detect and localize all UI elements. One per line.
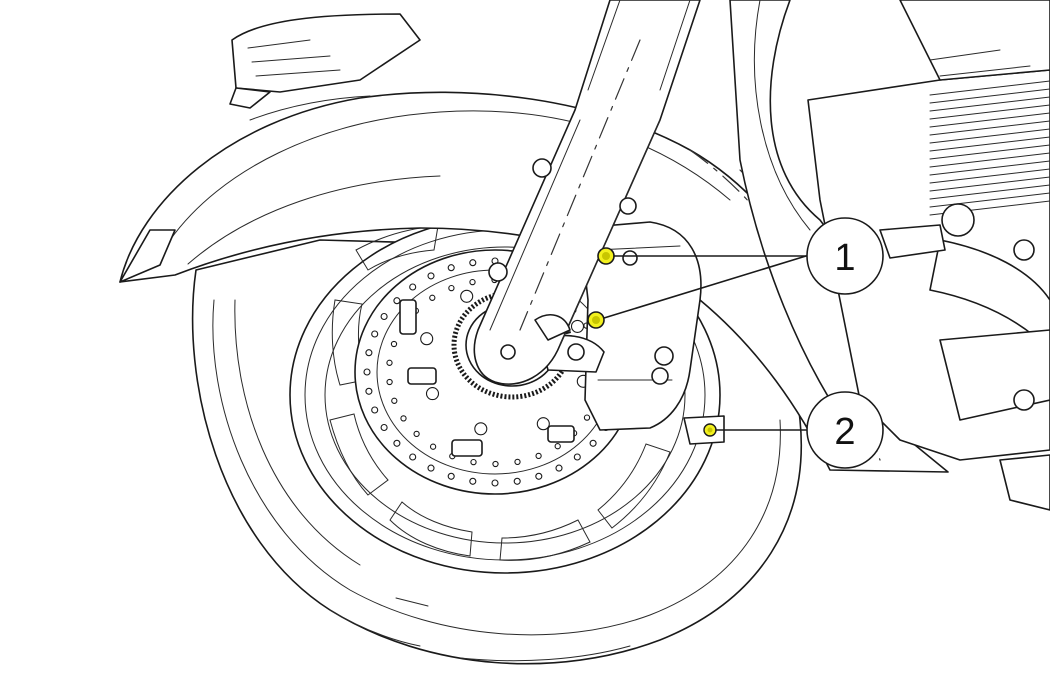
disc-hole xyxy=(514,458,521,466)
engine-fin xyxy=(929,168,1050,184)
disc-hole xyxy=(380,423,388,432)
disc-bolt xyxy=(425,387,440,401)
disc-hole xyxy=(554,443,561,450)
disc-hole xyxy=(491,479,499,487)
disc-hole xyxy=(447,472,455,480)
engine-fin xyxy=(929,96,1050,112)
disc-hole xyxy=(413,430,420,438)
disc-hole xyxy=(386,359,393,366)
disc-hole xyxy=(583,414,591,421)
engine-fin xyxy=(929,88,1050,104)
engine-fin xyxy=(929,112,1050,128)
front-fender xyxy=(119,13,949,473)
disc-hole xyxy=(470,458,477,466)
disc-hole xyxy=(393,297,401,305)
disc-hole xyxy=(535,452,542,460)
disc-bolt xyxy=(420,332,434,346)
disc-hole xyxy=(365,387,373,395)
disc-hole xyxy=(555,464,563,472)
disc-hole xyxy=(365,349,373,357)
disc-bolt xyxy=(570,319,585,333)
disc-hole xyxy=(390,340,398,348)
callout-1: 1 xyxy=(806,217,884,295)
engine-fin xyxy=(929,192,1050,208)
disc-hole xyxy=(371,330,379,338)
disc-hole xyxy=(427,464,435,472)
engine-fin xyxy=(929,80,1050,96)
engine-fin xyxy=(929,128,1050,144)
disc-hole xyxy=(391,397,398,404)
disc-hole xyxy=(409,453,417,461)
callout-2: 2 xyxy=(806,391,884,469)
engine-cooling-fins xyxy=(929,80,1050,216)
disc-hole xyxy=(573,453,581,461)
engine-fin xyxy=(929,152,1050,168)
disc-bolt xyxy=(460,289,474,303)
disc-hole xyxy=(363,368,371,376)
disc-bolt xyxy=(536,417,550,431)
engine-frame-area xyxy=(729,0,1050,511)
engine-fin xyxy=(929,144,1050,160)
disc-hole xyxy=(469,259,477,267)
disc-hole xyxy=(371,406,379,414)
disc-hole xyxy=(386,378,393,386)
disc-hole xyxy=(589,439,597,447)
fork-mount-hardware xyxy=(488,158,637,282)
front-fork xyxy=(473,0,701,385)
disc-hole xyxy=(492,460,499,468)
disc-hole xyxy=(429,294,436,301)
disc-hole xyxy=(448,284,455,292)
leader-lines xyxy=(603,255,807,431)
engine-fin xyxy=(929,136,1050,152)
engine-fin xyxy=(929,160,1050,176)
disc-hole xyxy=(513,477,521,485)
highlighted-fasteners xyxy=(587,247,717,437)
disc-hole xyxy=(393,439,401,447)
engine-fin xyxy=(929,104,1050,120)
disc-bolt xyxy=(474,422,488,436)
disc-hole xyxy=(469,278,476,286)
disc-hole xyxy=(469,477,477,485)
engine-fin xyxy=(929,176,1050,192)
disc-hole xyxy=(535,472,543,480)
disc-hole xyxy=(409,283,417,291)
disc-hole xyxy=(447,264,455,272)
disc-hole xyxy=(400,415,407,422)
callout-1-label: 1 xyxy=(834,237,855,279)
engine-fin xyxy=(929,120,1050,136)
disc-hole xyxy=(429,443,437,450)
disc-hole xyxy=(427,272,435,280)
engine-fin xyxy=(929,184,1050,200)
callout-2-label: 2 xyxy=(834,411,855,453)
disc-hole xyxy=(380,312,388,321)
